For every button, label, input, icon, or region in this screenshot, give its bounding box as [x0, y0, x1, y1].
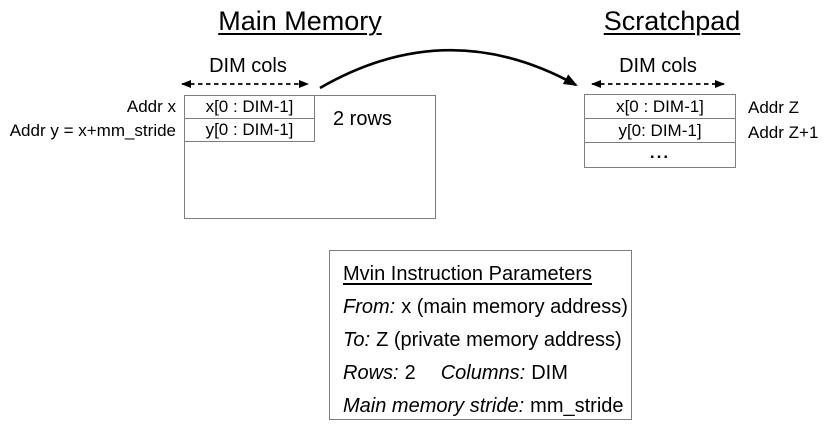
- mvin-param-to: To:Z (private memory address): [343, 324, 631, 357]
- scratchpad-dim-cols-label: DIM cols: [619, 55, 697, 77]
- mvin-param-stride: Main memory stride:mm_stride: [343, 390, 631, 423]
- mvin-stride-label: Main memory stride:: [343, 395, 525, 417]
- addr-x-label: Addr x: [126, 97, 176, 116]
- main-memory-title: Main Memory: [218, 6, 382, 36]
- mvin-param-rows-cols: Rows:2 Columns:DIM: [343, 357, 631, 390]
- scratchpad-row-x: x[0 : DIM-1]: [584, 94, 736, 119]
- mvin-to-value: Z (private memory address): [376, 329, 622, 351]
- addr-z-plus-1-label: Addr Z+1: [748, 123, 819, 142]
- main-memory-dim-cols-label: DIM cols: [209, 55, 287, 77]
- mvin-params-box: Mvin Instruction Parameters From:x (main…: [329, 250, 632, 420]
- mvin-transfer-arrow: [319, 48, 578, 90]
- scratchpad-row-ellipsis: ...: [584, 142, 736, 168]
- two-rows-label: 2 rows: [333, 108, 392, 130]
- mvin-param-from: From:x (main memory address): [343, 291, 631, 324]
- mvin-from-value: x (main memory address): [401, 296, 628, 318]
- mvin-from-label: From:: [343, 296, 396, 318]
- mvin-rows-label: Rows:: [343, 362, 399, 384]
- scratchpad-row-y: y[0: DIM-1]: [584, 117, 736, 144]
- mvin-to-label: To:: [343, 329, 371, 351]
- addr-z-label: Addr Z: [748, 98, 800, 117]
- mvin-rows-value: 2: [404, 362, 416, 384]
- main-memory-row-y: y[0 : DIM-1]: [184, 117, 315, 142]
- mvin-columns-value: DIM: [531, 362, 568, 384]
- addr-y-label: Addr y = x+mm_stride: [9, 121, 176, 140]
- scratchpad-title: Scratchpad: [603, 6, 741, 36]
- main-memory-row-x: x[0 : DIM-1]: [184, 95, 315, 119]
- mvin-params-title: Mvin Instruction Parameters: [343, 263, 592, 285]
- mvin-columns-label: Columns:: [440, 362, 526, 384]
- mvin-stride-value: mm_stride: [530, 395, 624, 417]
